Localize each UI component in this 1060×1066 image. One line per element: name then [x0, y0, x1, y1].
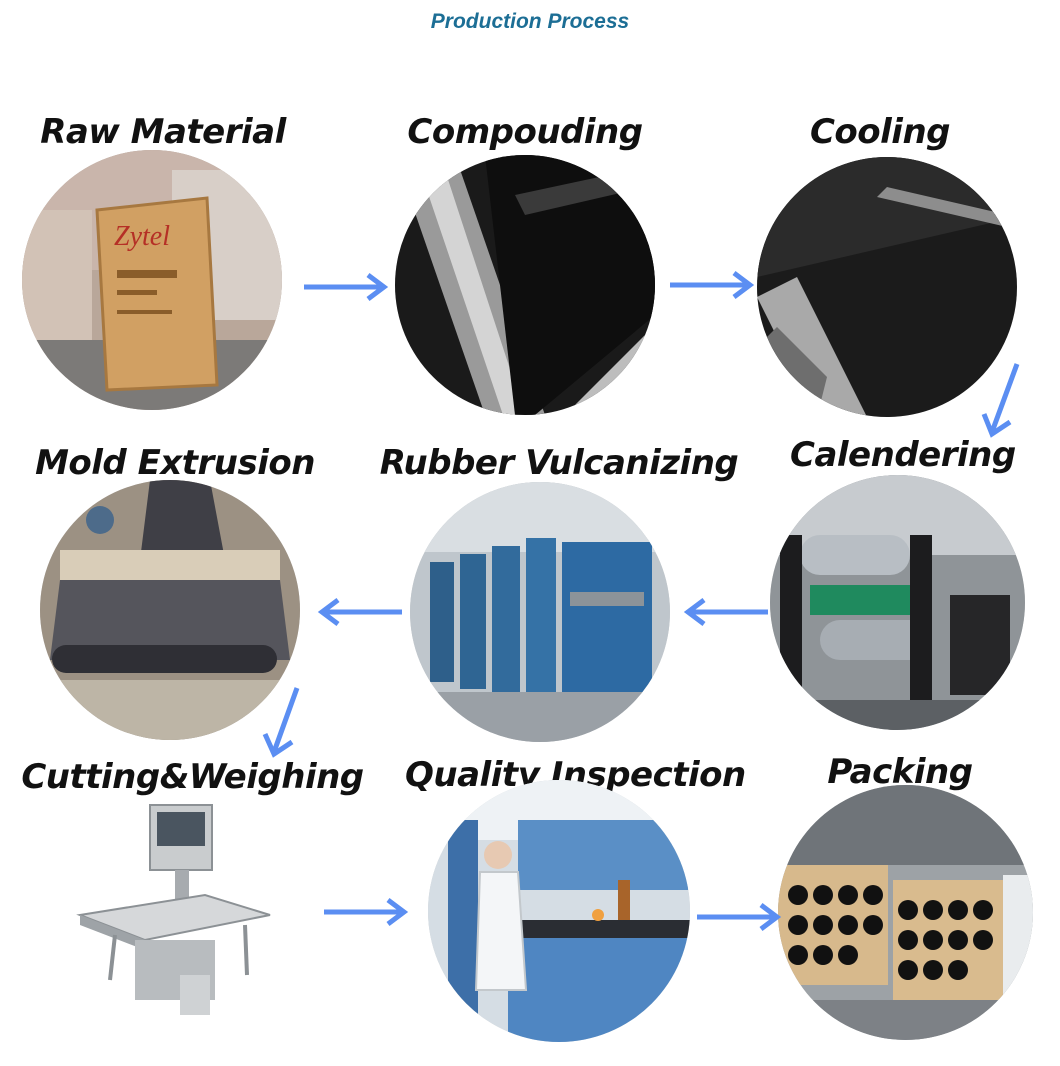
packing-photo [778, 785, 1033, 1040]
page-title: Production Process [430, 10, 630, 33]
step-label-cutting-weighing: Cutting&Weighing [21, 757, 364, 797]
packed-rolls-icon [778, 785, 1033, 1040]
rubber-sheet-roller-icon [395, 155, 655, 415]
mold-extrusion-photo [40, 480, 300, 740]
step-label-raw-material: Raw Material [40, 112, 286, 152]
calender-machine-icon [770, 475, 1025, 730]
step-label-rubber-vulcanizing: Rubber Vulcanizing [379, 443, 739, 483]
arrow-right-1 [302, 272, 390, 302]
step-label-mold-extrusion: Mold Extrusion [35, 443, 315, 483]
laboratory-inspection-icon [428, 780, 690, 1042]
arrow-down-left-column [262, 686, 302, 758]
cooling-sheet-icon [757, 157, 1017, 417]
arrow-down-right-column [981, 362, 1022, 438]
step-label-compouding: Compouding [407, 112, 643, 152]
vulcanizing-press-icon [410, 482, 670, 742]
arrow-left-1 [682, 597, 770, 627]
arrow-left-2 [316, 597, 404, 627]
rubber-vulcanizing-photo [410, 482, 670, 742]
calendering-photo [770, 475, 1025, 730]
compouding-photo [395, 155, 655, 415]
arrow-right-3 [322, 897, 410, 927]
step-label-calendering: Calendering [790, 435, 1016, 475]
step-label-cooling: Cooling [809, 112, 951, 152]
raw-material-bags-icon: Zytel [22, 150, 282, 410]
arrow-right-4 [695, 902, 783, 932]
cutting-weighing-photo [75, 800, 275, 1015]
cooling-photo [757, 157, 1017, 417]
svg-text:Zytel: Zytel [114, 221, 170, 252]
arrow-right-2 [668, 270, 756, 300]
checkweigher-machine-icon [76, 804, 271, 1015]
raw-material-photo: Zytel [22, 150, 282, 410]
extrusion-conveyor-icon [40, 480, 300, 740]
quality-inspection-photo [428, 780, 690, 1042]
